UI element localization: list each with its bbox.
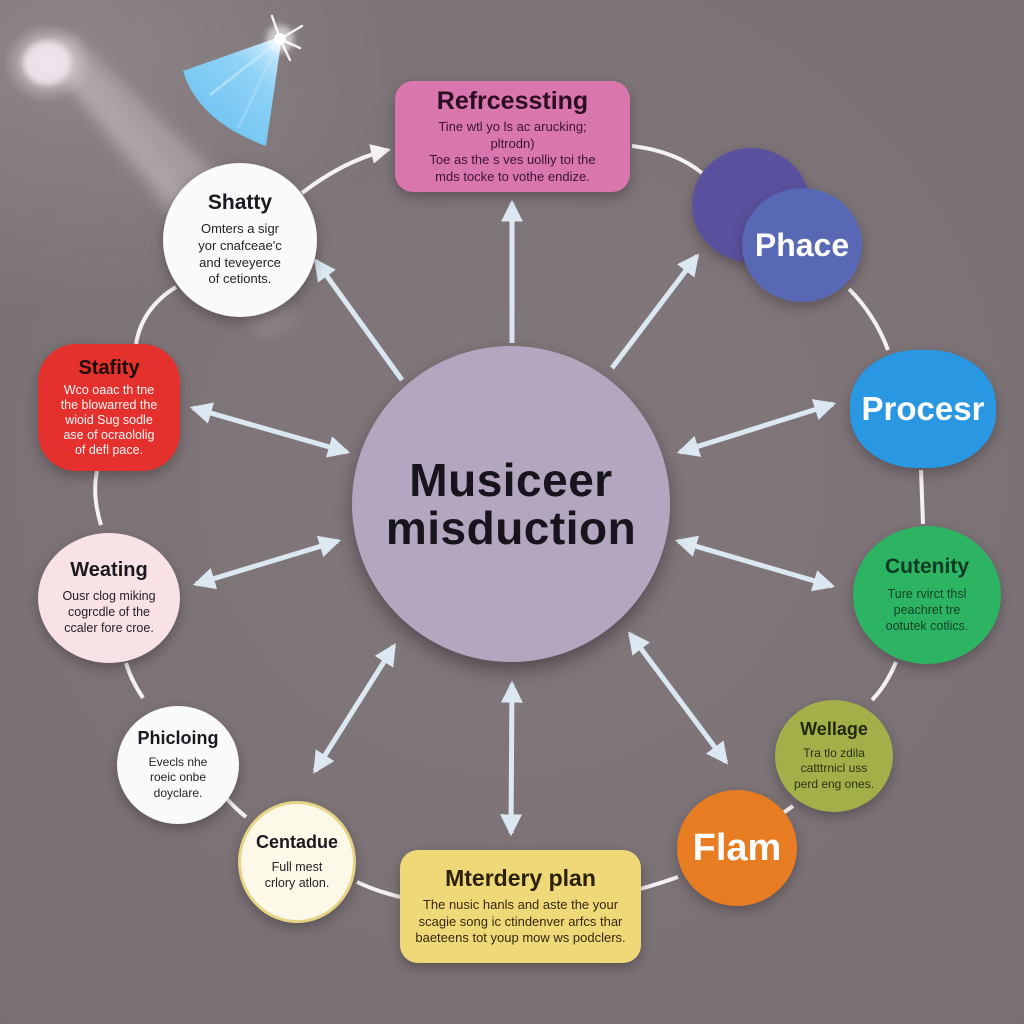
link-weating-stafity: [93, 470, 103, 526]
node-body: Omters a sigr yor cnafceae'c and teveyer…: [198, 221, 282, 287]
node-title: Cutenity: [885, 555, 969, 579]
arrow-center-shatty: [313, 258, 405, 382]
node-cutenity: Cutenity Ture rvirct thsl peachret tre o…: [853, 526, 1001, 664]
link-shatty-refrcessting: [300, 144, 391, 195]
node-shatty: Shatty Omters a sigr yor cnafceae'c and …: [163, 163, 317, 317]
node-body: Evecls nhe roeic onbe doyclare.: [148, 754, 208, 800]
arrow-center-weating: [192, 535, 342, 590]
node-title: Refrcessting: [436, 86, 589, 115]
node-refrcessting: Refrcessting Tine wtl yo ls ac arucking;…: [395, 81, 630, 192]
node-body: Ousr clog miking cogrcdle of the ccaler …: [62, 589, 156, 635]
node-weating: Weating Ousr clog miking cogrcdle of the…: [38, 533, 180, 663]
node-phace: Phace: [742, 188, 862, 302]
node-center-hub: Musiceer misduction: [352, 346, 670, 662]
arrow-center-procesr: [676, 399, 837, 457]
node-procesr: Procesr: [850, 350, 996, 468]
node-title: Phace: [754, 226, 850, 263]
hub-title: Musiceer misduction: [385, 453, 637, 554]
node-phicloing: Phicloing Evecls nhe roeic onbe doyclare…: [117, 706, 239, 824]
node-title: Centadue: [255, 832, 338, 853]
node-body: Tine wtl yo ls ac arucking; pltrodn) Toe…: [429, 118, 596, 184]
link-phace-procesr: [847, 287, 890, 351]
node-title: Stafity: [78, 356, 140, 379]
node-body: The nusic hanls and aste the your scagie…: [415, 897, 626, 946]
node-flam: Flam: [677, 790, 797, 906]
hub-arrows: [189, 199, 837, 837]
node-title: Flam: [692, 826, 782, 869]
light-cone: [183, 14, 304, 146]
link-refrcessting-phace: [631, 144, 704, 175]
node-title: Mterdery plan: [445, 864, 596, 891]
arrow-center-phace: [610, 253, 699, 370]
node-title: Procesr: [861, 390, 985, 427]
node-body: Full mest crlory atlon.: [264, 859, 330, 890]
arrow-center-stafity: [189, 402, 351, 458]
cone-flare: [266, 14, 304, 62]
node-body: Wco oaac th tne the blowarred the wioid …: [60, 382, 158, 457]
node-title: Phicloing: [137, 728, 219, 749]
link-centadue-phicloing: [225, 797, 248, 819]
link-stafity-shatty: [134, 285, 178, 345]
node-wellage: Wellage Tra tlo zdila catttrnicl uss per…: [775, 700, 893, 812]
link-procesr-cutenity: [919, 469, 925, 525]
arrow-center-centadue: [312, 643, 397, 774]
node-title: Weating: [70, 559, 148, 581]
node-body: Tra tlo zdila catttrnicl uss perd eng on…: [793, 745, 875, 791]
node-title: Wellage: [800, 719, 868, 740]
link-mterdery-centadue: [356, 880, 401, 899]
link-phicloing-weating: [124, 662, 145, 700]
arrow-center-flam: [628, 631, 728, 765]
node-centadue: Centadue Full mest crlory atlon.: [238, 801, 356, 923]
node-body: Ture rvirct thsl peachret tre ootutek co…: [885, 586, 969, 633]
node-stafity: Stafity Wco oaac th tne the blowarred th…: [38, 344, 180, 471]
node-mterdery-plan: Mterdery plan The nusic hanls and aste t…: [400, 850, 641, 963]
arrow-center-cutenity: [674, 535, 836, 592]
node-title: Shatty: [207, 191, 273, 215]
outer-ring-links: [93, 144, 925, 899]
link-cutenity-wellage: [870, 661, 898, 702]
link-flam-mterdery: [639, 875, 679, 891]
arrow-center-mterdery: [500, 680, 523, 837]
